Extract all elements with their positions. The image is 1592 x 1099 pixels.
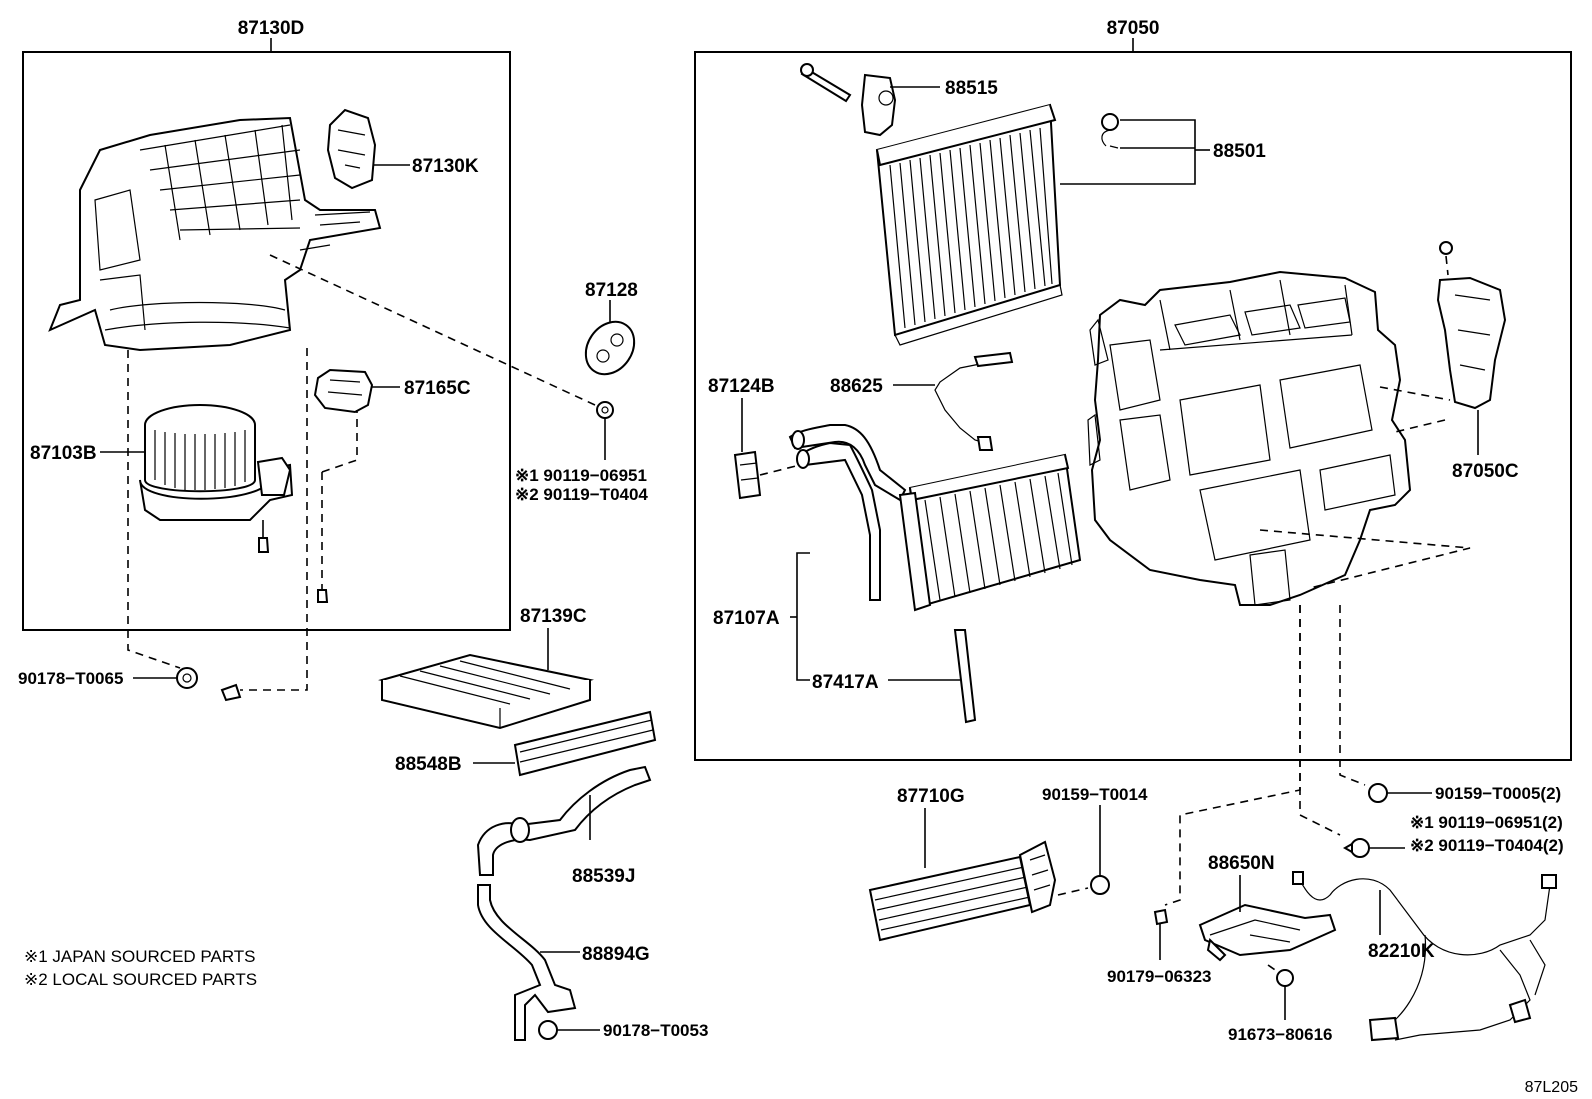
dash-leader-screw-t0005 (1339, 605, 1366, 786)
label-82210k: 82210K (1368, 941, 1435, 962)
dash-leader-screw (240, 348, 308, 691)
screw-90159-t0005-drawing: 90159−T0005(2) (1368, 783, 1561, 803)
filter-87139c-drawing: 87139C (378, 606, 594, 730)
expansion-valve-88515-drawing: 88515 (800, 63, 998, 137)
label-87124b: 87124B (708, 376, 775, 397)
left-assembly-frame (22, 51, 511, 631)
label-87417a: 87417A (812, 672, 879, 693)
label-90119-06951-2: ※1 90119−06951(2) (1410, 813, 1563, 832)
resistor-87165c-drawing: 87165C (313, 368, 471, 414)
note-japan-sourced: ※1 JAPAN SOURCED PARTS (24, 947, 256, 966)
dash-leader-grommet-screw (269, 254, 596, 406)
drain-88894g-drawing: 88894G (477, 884, 650, 1041)
label-87130k: 87130K (412, 156, 479, 177)
seal-87417a-drawing: 87417A (812, 629, 977, 724)
label-90179-06323: 90179−06323 (1107, 967, 1211, 986)
label-90119-06951: ※1 90119−06951 (515, 466, 647, 485)
clamp-87124b-drawing: 87124B (708, 376, 801, 500)
label-90159-t0014: 90159−T0014 (1042, 785, 1148, 804)
hose-88539j-drawing: 88539J (476, 765, 652, 887)
label-90178-t0053: 90178−T0053 (603, 1021, 708, 1040)
label-87107a: 87107A (713, 608, 780, 629)
screw-90119-drawing: ※1 90119−06951 ※2 90119−T0404 (515, 401, 648, 504)
note-local-sourced: ※2 LOCAL SOURCED PARTS (24, 970, 257, 989)
label-87128: 87128 (585, 280, 638, 301)
heater-87710g-drawing: 87710G (868, 786, 1057, 942)
grommet-87128-drawing: 87128 (584, 280, 638, 376)
right-assembly-label: 87050 (1107, 18, 1160, 39)
label-88515: 88515 (945, 78, 998, 99)
dash-leader-housing (127, 350, 181, 669)
label-88894g: 88894G (582, 944, 650, 965)
heater-housing-drawing (1087, 270, 1412, 606)
right-assembly-box: 87050 (694, 18, 1572, 761)
thermistor-88625-drawing: 88625 (830, 351, 1014, 451)
label-87139c: 87139C (520, 606, 587, 627)
seal-88548b-drawing: 88548B (395, 710, 657, 777)
blower-motor-87103b-drawing: 87103B (30, 404, 294, 553)
servo-87050c-drawing: 87050C (1379, 241, 1519, 482)
harness-82210k-drawing: 82210K (1292, 871, 1557, 1042)
dash-leader-bracket (1164, 605, 1301, 906)
heater-core-87107a-drawing: 87107A (713, 424, 1082, 681)
label-88548b: 88548B (395, 754, 462, 775)
label-87710g: 87710G (897, 786, 965, 807)
screw-91673-80616-drawing: 91673−80616 (1228, 964, 1332, 1044)
dash-leader-base (1259, 529, 1471, 589)
dash-leader-screw-t0404 (1299, 605, 1341, 836)
label-88501: 88501 (1213, 141, 1266, 162)
screw-90159-t0014-drawing: 90159−T0014 (1042, 785, 1148, 896)
label-90119-t0404-2: ※2 90119−T0404(2) (1410, 836, 1564, 855)
label-91673-80616: 91673−80616 (1228, 1025, 1332, 1044)
label-88625: 88625 (830, 376, 883, 397)
clip-90179-06323-drawing: 90179−06323 (1107, 908, 1211, 986)
figure-code: 87L205 (1525, 1079, 1578, 1096)
label-90159-t0005: 90159−T0005(2) (1435, 784, 1561, 803)
label-87165c: 87165C (404, 378, 471, 399)
label-87103b: 87103B (30, 443, 97, 464)
servo-87130k-drawing: 87130K (326, 108, 479, 190)
clip-90178-t0053-drawing: 90178−T0053 (538, 1020, 708, 1040)
label-87050c: 87050C (1452, 461, 1519, 482)
evaporator-88501-drawing: 88501 (875, 103, 1266, 346)
module-88650n-drawing: 88650N (1198, 853, 1337, 962)
screw-90119-2-drawing: ※1 90119−06951(2) ※2 90119−T0404(2) (1342, 813, 1564, 858)
label-88539j: 88539J (572, 866, 635, 887)
left-assembly-box: 87130D (22, 18, 511, 631)
nut-90178-t0065-drawing: 90178−T0065 (18, 667, 242, 702)
blower-housing-drawing (48, 116, 382, 352)
label-90178-t0065: 90178−T0065 (18, 669, 123, 688)
label-90119-t0404: ※2 90119−T0404 (515, 485, 648, 504)
label-88650n: 88650N (1208, 853, 1275, 874)
dash-leader-resistor (321, 410, 358, 473)
left-assembly-label: 87130D (238, 18, 305, 39)
